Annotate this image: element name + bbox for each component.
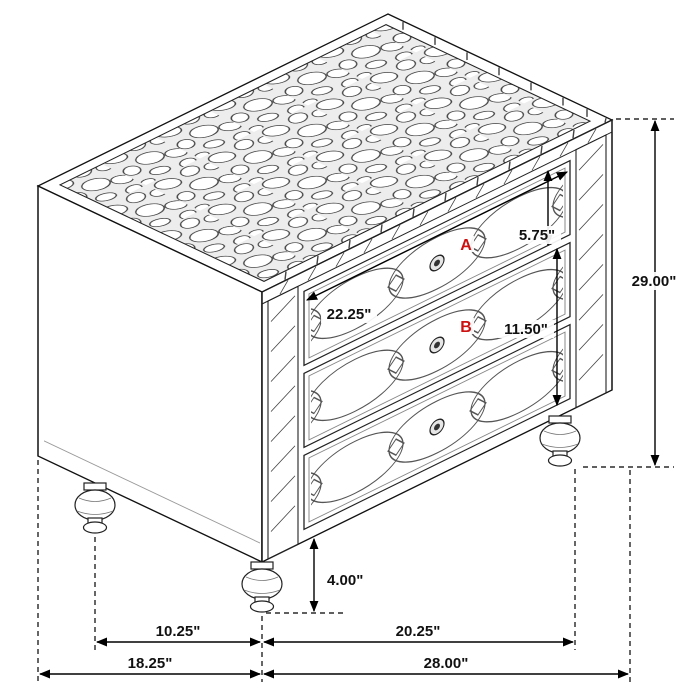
side-skirt-line — [44, 440, 260, 544]
left-pilaster-trim — [267, 285, 299, 560]
label-bg-a — [458, 236, 474, 252]
label-bg-1150 — [498, 320, 554, 338]
dim-top-drawer-height: 5.75" — [519, 227, 555, 244]
top-right-trim-hatch — [402, 22, 588, 117]
dim-lower-drawers-height: 11.50" — [504, 321, 548, 338]
foot-right — [539, 415, 581, 467]
dim-overall-height: 29.00" — [632, 273, 677, 290]
dim-drawer-width: 22.25" — [327, 306, 372, 323]
label-bg-575 — [513, 226, 561, 244]
drawer-3-knob-center — [434, 423, 440, 431]
foot-left — [74, 482, 116, 534]
label-bg-b — [458, 318, 474, 334]
dim-foot-height: 4.00" — [327, 572, 363, 589]
drawer-3 — [303, 323, 571, 531]
drawer-3-bevel — [308, 331, 566, 523]
label-bg-2900 — [628, 272, 680, 290]
dim-front-foot-span: 20.25" — [396, 623, 441, 640]
dim-side-foot-inset: 10.25" — [156, 623, 201, 640]
side-panel — [37, 184, 263, 564]
dim-overall-depth: 18.25" — [128, 655, 173, 672]
right-pilaster-trim — [575, 134, 607, 409]
dimline-drawer-width — [305, 171, 569, 301]
marker-a: A — [460, 237, 472, 254]
label-bg-2225 — [321, 305, 377, 323]
drawer-2-knob-center — [434, 341, 440, 349]
left-pilaster-hatch — [270, 295, 296, 532]
marker-b: B — [460, 319, 472, 336]
dim-overall-width: 28.00" — [424, 655, 469, 672]
right-pilaster-hatch — [578, 144, 604, 381]
foot-front — [241, 561, 283, 613]
